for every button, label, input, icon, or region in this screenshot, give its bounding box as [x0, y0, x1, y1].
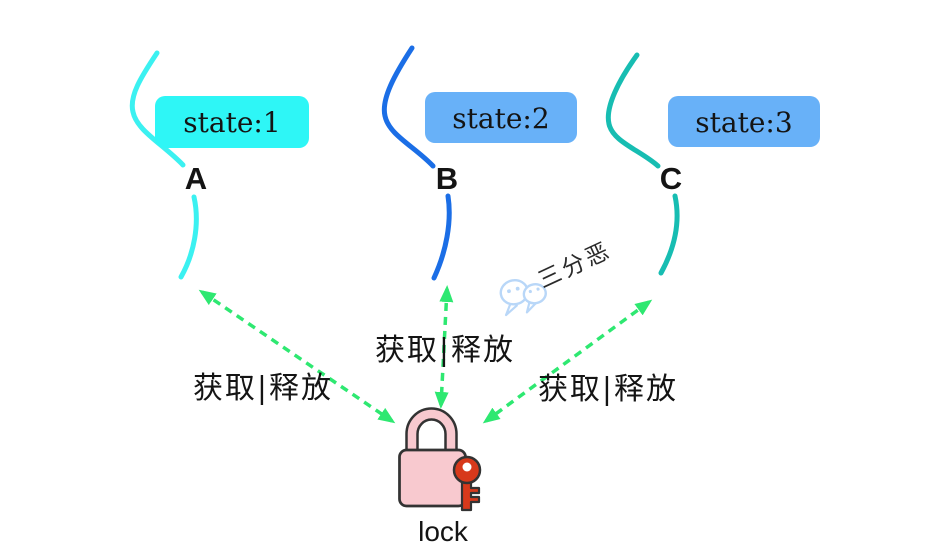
wechat-eye-1	[507, 289, 511, 294]
acquire-release-label-right: 获取|释放	[538, 372, 678, 407]
wechat-eye-4	[536, 287, 540, 291]
state-box-1-label: state:1	[183, 106, 280, 139]
thread-c-wavy-line-upper	[605, 52, 661, 169]
thread-b-letter: B	[436, 161, 458, 196]
thread-a-wavy-line-lower	[178, 194, 199, 280]
watermark: 三分恶	[499, 237, 616, 317]
thread-b-wavy-line-upper	[381, 45, 436, 169]
state-box-3	[668, 96, 820, 147]
thread-a-letter: A	[185, 161, 207, 196]
acquire-release-label-middle: 获取|释放	[375, 333, 515, 368]
state-box-2-label: state:2	[452, 102, 549, 135]
thread-b-wavy-line-lower	[431, 193, 452, 281]
arrow-thread-c-lock	[482, 299, 653, 424]
thread-c-letter: C	[660, 161, 682, 196]
thread-a-wavy-line-upper	[129, 50, 186, 168]
wechat-big-bubble-tail	[504, 303, 519, 317]
arrow-thread-a-lock	[198, 289, 396, 424]
lock-icon: lock	[398, 407, 482, 547]
wechat-eye-2	[515, 286, 520, 291]
thread-c: state:3 C	[605, 52, 820, 276]
lock-caption: lock	[418, 516, 469, 547]
wechat-eye-3	[528, 289, 532, 294]
thread-a: state:1 A	[129, 50, 309, 280]
arrow-thread-b-lock	[434, 285, 454, 409]
wechat-small-bubble-tail	[525, 301, 538, 314]
thread-c-wavy-line-lower	[658, 193, 680, 276]
state-box-2	[425, 92, 577, 143]
lock-arrows	[198, 285, 653, 424]
key-icon	[452, 455, 482, 512]
wechat-icon	[499, 279, 547, 317]
key-hole	[462, 462, 472, 472]
thread-b: state:2 B	[381, 45, 577, 281]
key-shaft	[460, 479, 481, 512]
state-box-3-label: state:3	[695, 106, 792, 139]
lock-shackle	[407, 409, 456, 453]
state-box-1	[155, 96, 309, 148]
wechat-small-bubble	[522, 282, 547, 305]
watermark-text: 三分恶	[534, 237, 616, 294]
acquire-release-label-left: 获取|释放	[193, 371, 333, 406]
